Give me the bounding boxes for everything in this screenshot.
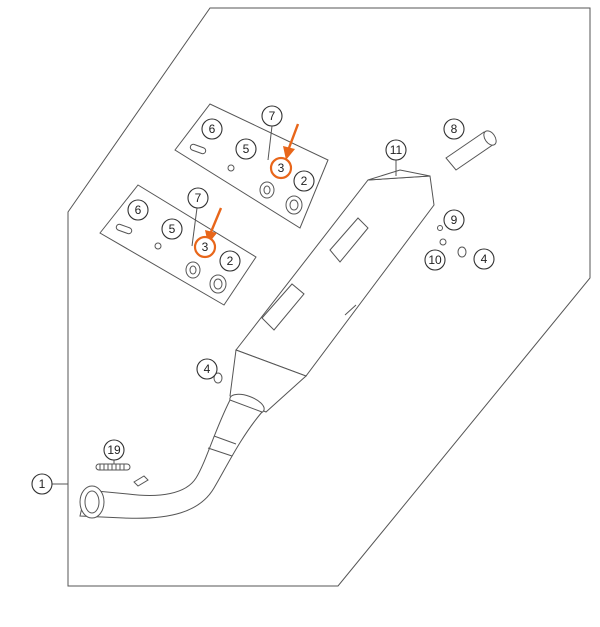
callout-6-upper: 6 — [201, 118, 223, 140]
svg-text:3: 3 — [278, 161, 285, 175]
end-cap-8 — [445, 130, 497, 171]
callout-3-lower-highlighted: 3 — [193, 235, 217, 259]
callout-10: 10 — [424, 249, 446, 271]
callout-19: 19 — [103, 439, 125, 461]
callout-2-lower: 2 — [219, 250, 241, 272]
muffler — [235, 169, 435, 377]
kit-panel-lower — [99, 184, 257, 306]
svg-text:10: 10 — [428, 253, 442, 267]
bolt-6-lower — [115, 223, 133, 235]
callout-8: 8 — [443, 118, 465, 140]
svg-text:7: 7 — [195, 191, 202, 205]
spring-19 — [95, 463, 149, 487]
assembly-outline — [67, 7, 591, 587]
svg-text:4: 4 — [481, 252, 488, 266]
callout-6-lower: 6 — [127, 199, 149, 221]
svg-text:5: 5 — [169, 222, 176, 236]
callout-11: 11 — [385, 139, 407, 161]
callout-5-upper: 5 — [235, 138, 257, 160]
washer-5-upper — [227, 164, 235, 172]
callout-5-lower: 5 — [161, 218, 183, 240]
callout-3-upper-highlighted: 3 — [269, 156, 293, 180]
callout-2-upper: 2 — [293, 170, 315, 192]
callout-7-lower: 7 — [187, 187, 209, 209]
svg-text:9: 9 — [451, 213, 458, 227]
washer-5-lower — [154, 242, 162, 250]
nut-10 — [439, 238, 447, 246]
kit-panel-upper — [174, 103, 329, 229]
svg-text:2: 2 — [227, 254, 234, 268]
collector-cone — [229, 349, 307, 415]
svg-text:19: 19 — [107, 443, 121, 457]
grommet-4-left — [213, 372, 223, 384]
svg-text:3: 3 — [202, 240, 209, 254]
callout-1: 1 — [31, 473, 53, 495]
callout-9: 9 — [443, 209, 465, 231]
svg-text:5: 5 — [243, 142, 250, 156]
svg-text:8: 8 — [451, 122, 458, 136]
grommet-4-right — [457, 246, 467, 258]
lower-kit-parts — [115, 223, 227, 294]
svg-text:6: 6 — [209, 122, 216, 136]
muffler-bracket-upper — [329, 217, 369, 263]
svg-text:4: 4 — [204, 362, 211, 376]
svg-text:1: 1 — [39, 477, 46, 491]
bolt-6-upper — [189, 143, 207, 155]
svg-text:7: 7 — [269, 109, 276, 123]
upper-kit-parts — [189, 143, 303, 215]
callout-4-left: 4 — [196, 358, 218, 380]
svg-text:6: 6 — [135, 203, 142, 217]
header-pipe — [79, 399, 263, 519]
callout-4-right: 4 — [473, 248, 495, 270]
callout-7-upper: 7 — [261, 105, 283, 127]
leader-lines — [52, 125, 397, 485]
svg-text:2: 2 — [301, 174, 308, 188]
washer-9 — [437, 225, 443, 231]
svg-text:11: 11 — [390, 143, 403, 157]
muffler-bracket-lower — [261, 283, 305, 331]
